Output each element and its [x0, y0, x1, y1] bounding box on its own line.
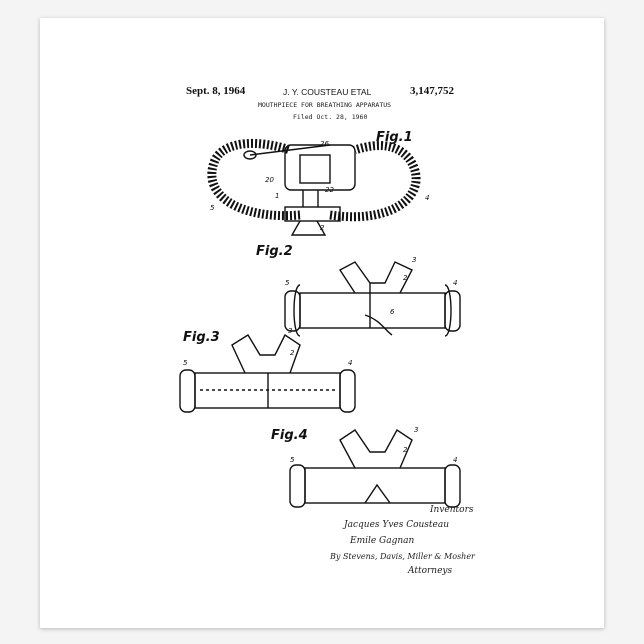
svg-text:5: 5 — [285, 279, 290, 287]
svg-text:4: 4 — [453, 456, 457, 464]
svg-text:2: 2 — [403, 274, 408, 282]
svg-text:3: 3 — [412, 256, 416, 264]
svg-text:4: 4 — [425, 194, 429, 202]
svg-text:3: 3 — [288, 327, 292, 335]
filed-date: Filed Oct. 28, 1960 — [293, 113, 368, 121]
patent-poster — [40, 18, 604, 628]
svg-text:4: 4 — [348, 359, 352, 367]
fig2-label: Fig.2 — [256, 244, 293, 259]
fig2-drawing — [284, 261, 461, 337]
svg-text:5: 5 — [183, 359, 188, 367]
signature-inventor-2: Emile Gagnan — [350, 536, 415, 546]
svg-text:5: 5 — [210, 204, 215, 212]
svg-text:6: 6 — [390, 308, 395, 316]
fig3-drawing — [179, 333, 356, 413]
svg-text:3: 3 — [414, 426, 418, 434]
svg-text:1: 1 — [275, 192, 279, 200]
svg-text:4: 4 — [453, 279, 457, 287]
svg-text:5: 5 — [290, 456, 295, 464]
svg-text:26: 26 — [320, 140, 329, 148]
patent-date: Sept. 8, 1964 — [186, 85, 246, 97]
fig4-drawing — [289, 428, 461, 508]
signature-attorney: By Stevens, Davis, Miller & Mosher — [330, 552, 475, 561]
svg-text:22: 22 — [325, 186, 334, 194]
patent-title: MOUTHPIECE FOR BREATHING APPARATUS — [258, 101, 392, 109]
signature-inventor-1: Jacques Yves Cousteau — [344, 520, 450, 530]
fig1-drawing — [207, 138, 421, 236]
inventors-label: Inventors — [430, 505, 474, 515]
svg-text:2: 2 — [320, 224, 325, 232]
patent-number: 3,147,752 — [410, 85, 454, 97]
svg-text:2: 2 — [290, 349, 295, 357]
fig3-label: Fig.3 — [183, 330, 220, 345]
fig4-label: Fig.4 — [271, 428, 308, 443]
fig1-label: Fig.1 — [376, 130, 413, 145]
attorneys-label: Attorneys — [408, 566, 453, 576]
svg-text:20: 20 — [265, 176, 274, 184]
svg-text:2: 2 — [403, 446, 408, 454]
patent-inventor: J. Y. COUSTEAU ETAL — [283, 87, 372, 97]
